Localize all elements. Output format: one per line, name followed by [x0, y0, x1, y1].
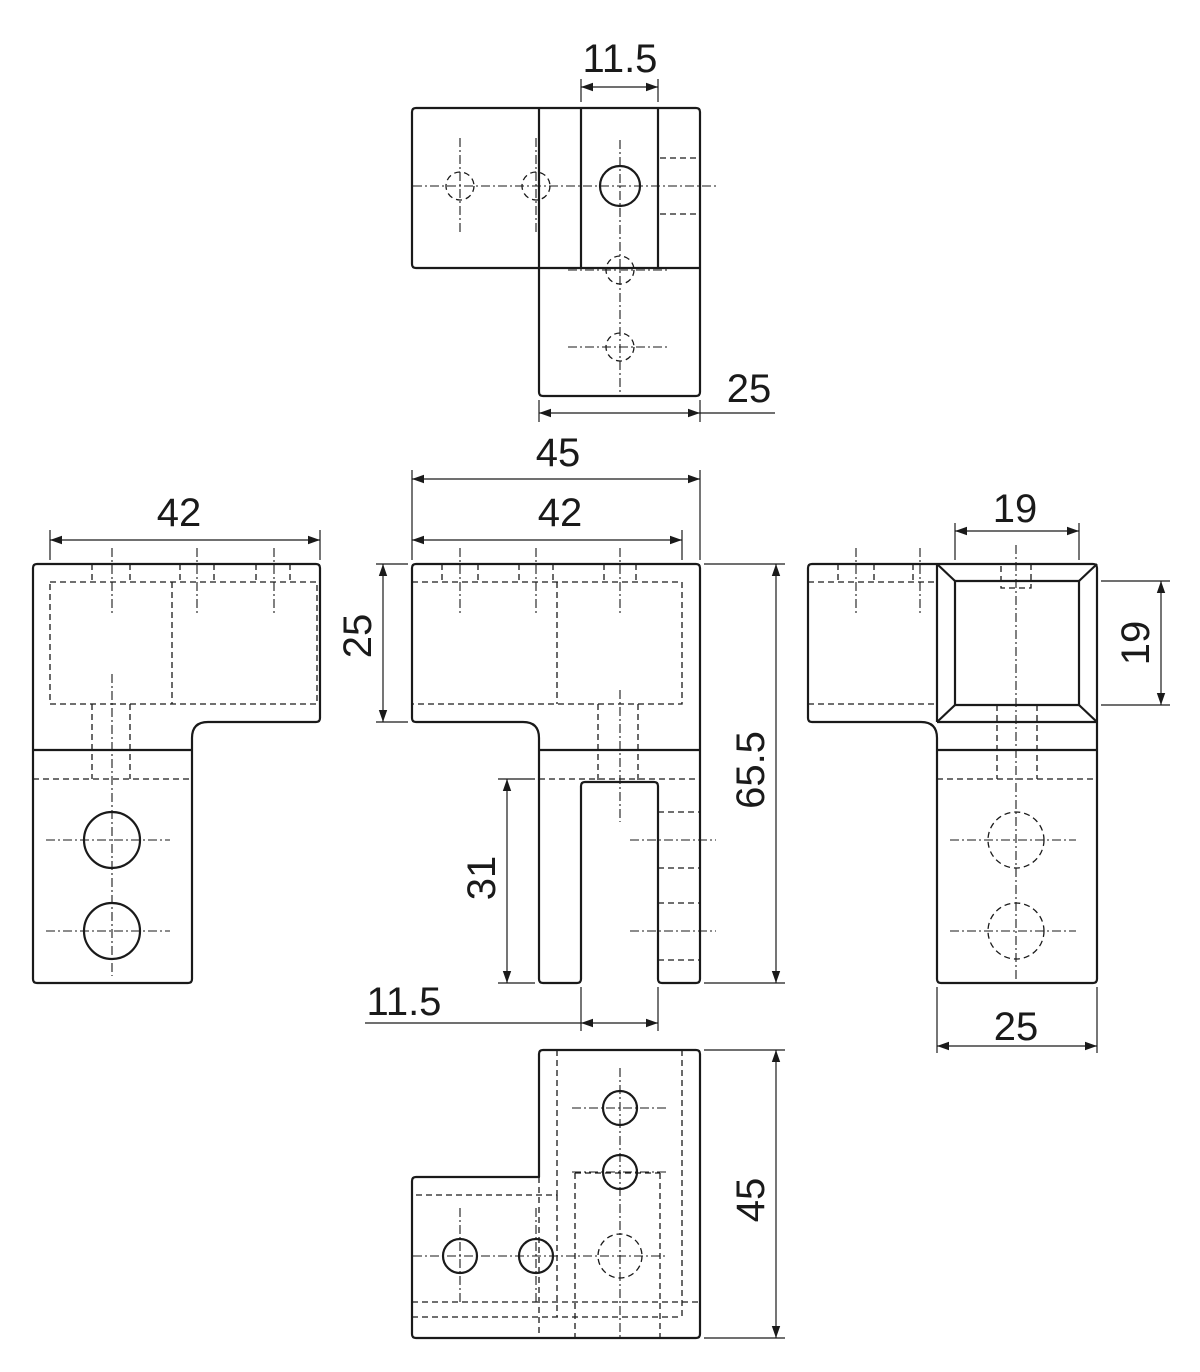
dim-front-25: 25: [336, 614, 380, 659]
dim-top-25: 25: [727, 367, 772, 411]
left-view-dimensions: 42: [49, 491, 321, 560]
dim-bottom-45: 45: [729, 1178, 773, 1223]
bottom-view: [410, 1048, 702, 1340]
dim-left-42: 42: [157, 491, 202, 535]
right-view-outline: [806, 562, 1099, 985]
front-view-outline: [410, 562, 702, 985]
top-view-outline: [410, 106, 702, 398]
top-view: [410, 106, 716, 398]
dim-right-19-side: 19: [1114, 621, 1158, 666]
dim-front-31: 31: [460, 856, 504, 901]
front-view-dimensions: 45 42 25 65.5 31 11.5: [336, 431, 785, 1031]
bottom-view-dimensions: 45: [704, 1049, 785, 1339]
left-view-outline: [31, 562, 322, 985]
right-view-square-bore: [953, 579, 1081, 707]
dim-top-11-5: 11.5: [583, 37, 658, 81]
bottom-view-outline: [410, 1048, 702, 1340]
dim-right-19-top: 19: [993, 487, 1038, 531]
left-view: [31, 548, 322, 985]
right-view-dimensions: 19 19 25: [936, 487, 1170, 1053]
dim-front-42: 42: [538, 491, 583, 535]
front-view: [410, 548, 716, 985]
dim-right-25: 25: [994, 1005, 1039, 1049]
dim-front-11-5: 11.5: [367, 980, 442, 1024]
dim-front-65-5: 65.5: [729, 731, 773, 809]
right-view: [806, 545, 1099, 985]
dim-front-45: 45: [536, 431, 581, 475]
top-view-dimensions: 11.5 25: [538, 37, 775, 422]
